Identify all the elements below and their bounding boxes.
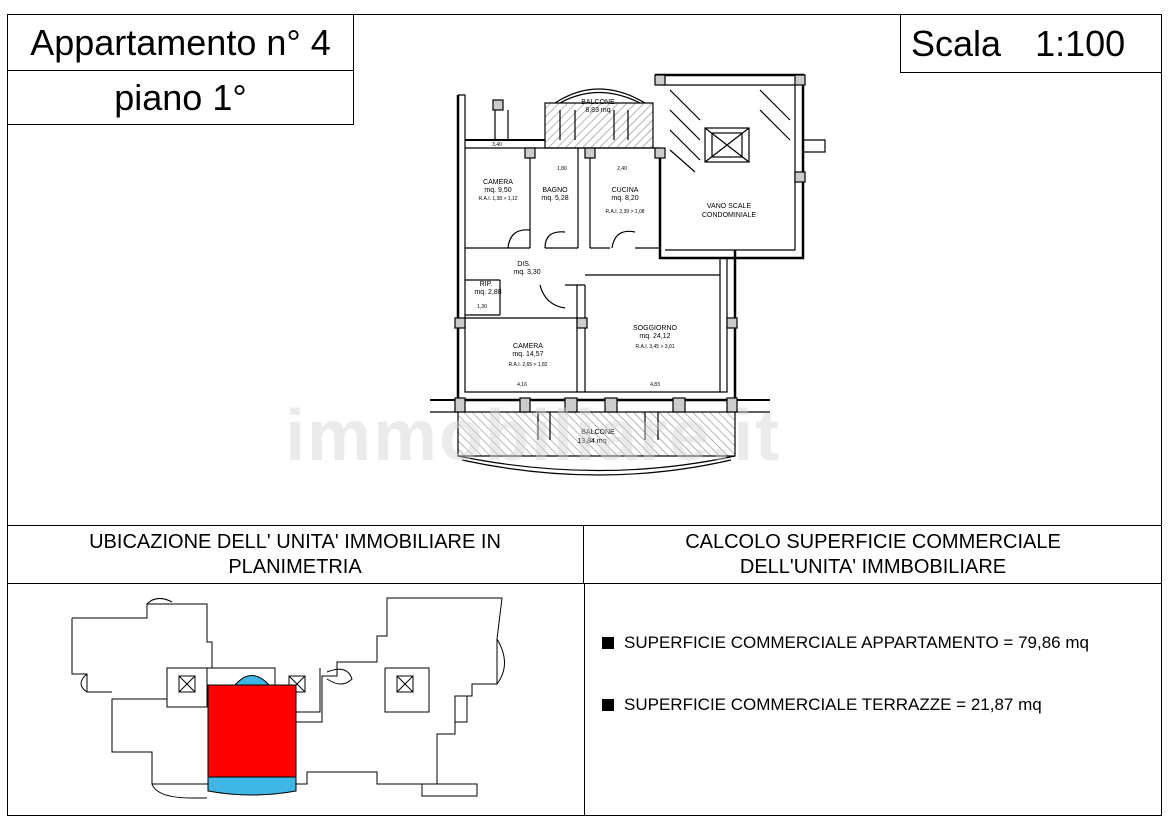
calc-item-terrazze: SUPERFICIE COMMERCIALE TERRAZZE = 21,87 … xyxy=(602,695,1042,715)
site-plan xyxy=(71,597,505,799)
bullet-square-icon xyxy=(602,699,614,711)
calc-item-appartamento: SUPERFICIE COMMERCIALE APPARTAMENTO = 79… xyxy=(602,633,1089,653)
scale-value: 1:100 xyxy=(1035,22,1126,64)
scale-label: Scala xyxy=(911,22,1002,64)
bullet-square-icon xyxy=(602,637,614,649)
calc-heading: CALCOLO SUPERFICIE COMMERCIALE DELL'UNIT… xyxy=(584,525,1162,584)
bottom-section: UBICAZIONE DELL' UNITA' IMMOBILIARE IN P… xyxy=(7,525,1162,816)
scale-box: Scala 1:100 xyxy=(900,14,1162,73)
location-heading-text: UBICAZIONE DELL' UNITA' IMMOBILIARE IN P… xyxy=(89,530,501,578)
unit-highlight xyxy=(207,684,297,778)
apartment-title-text: Appartamento n° 4 xyxy=(30,21,331,63)
top-balcony-highlight xyxy=(233,675,271,686)
calc-item-text: SUPERFICIE COMMERCIALE TERRAZZE = 21,87 … xyxy=(624,695,1042,714)
location-heading: UBICAZIONE DELL' UNITA' IMMOBILIARE IN P… xyxy=(7,525,584,584)
watermark-text: immobiliare.it xyxy=(285,396,782,476)
calc-heading-text: CALCOLO SUPERFICIE COMMERCIALE DELL'UNIT… xyxy=(685,530,1061,578)
floor-title-text: piano 1° xyxy=(114,76,247,118)
section-divider xyxy=(584,584,585,816)
apartment-title: Appartamento n° 4 xyxy=(7,14,354,71)
bottom-balcony-highlight xyxy=(207,776,297,796)
floor-title: piano 1° xyxy=(7,70,354,125)
calc-item-text: SUPERFICIE COMMERCIALE APPARTAMENTO = 79… xyxy=(624,633,1089,652)
